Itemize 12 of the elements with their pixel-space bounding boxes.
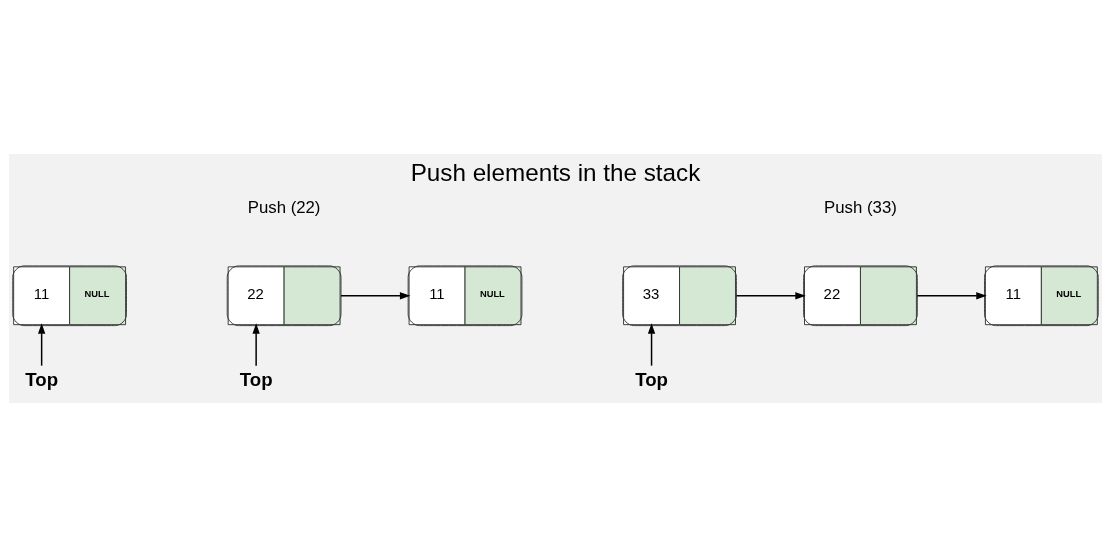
node-text: Top	[635, 368, 669, 390]
diagram-title: Push elements in the stack	[410, 158, 701, 186]
node-text: Top	[239, 368, 273, 390]
arrow	[916, 291, 987, 299]
label: Push (22)	[247, 197, 321, 217]
label: Push (33)	[824, 197, 897, 217]
arrow	[735, 291, 806, 299]
node-text: Top	[25, 368, 59, 390]
arrow	[647, 322, 656, 366]
arrow	[252, 322, 260, 366]
arrow	[340, 291, 411, 299]
arrow	[37, 322, 46, 366]
